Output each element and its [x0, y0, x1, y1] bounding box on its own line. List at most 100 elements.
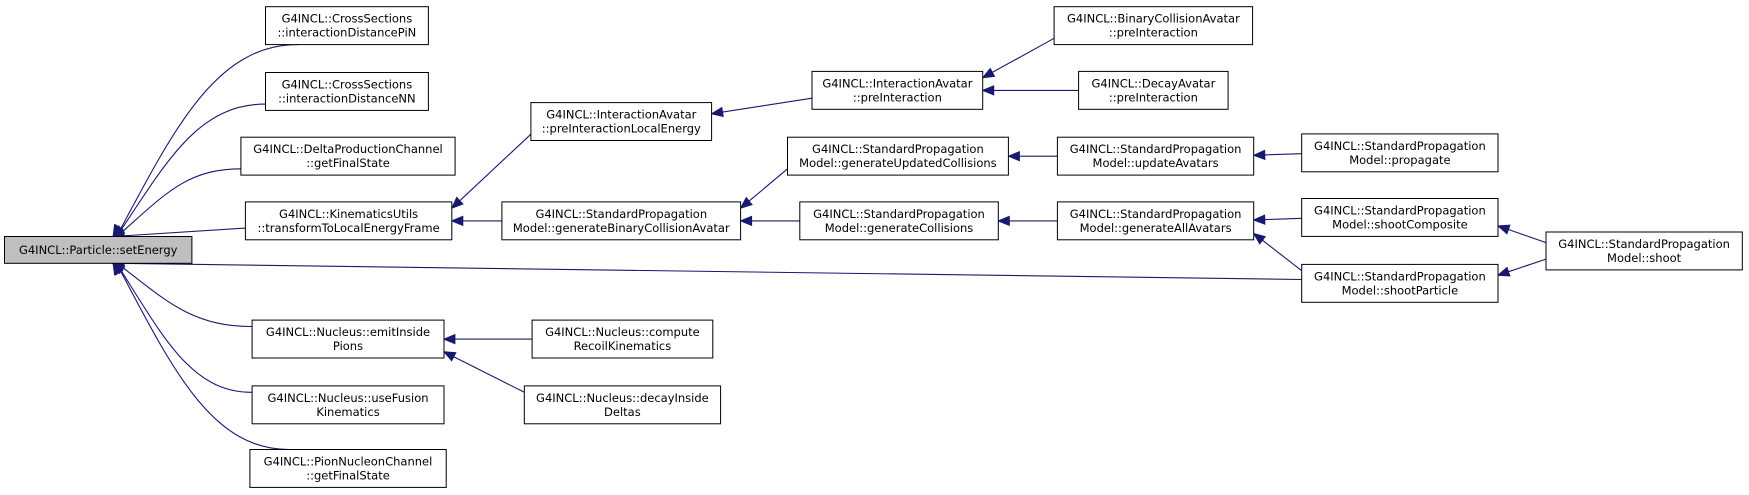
node-label-line: G4INCL::BinaryCollisionAvatar	[1067, 12, 1240, 26]
node-update-avatars[interactable]: G4INCL::StandardPropagationModel::update…	[1056, 136, 1255, 176]
edge-propagate-to-update-avatars	[1252, 149, 1302, 161]
edge-shoot-to-shoot-comp	[1496, 224, 1547, 244]
node-label-line: G4INCL::DeltaProductionChannel	[253, 142, 443, 156]
arrowhead	[112, 262, 124, 276]
edge-delta-prod-to-root	[112, 168, 241, 238]
node-delta-prod[interactable]: G4INCL::DeltaProductionChannel::getFinal…	[240, 136, 456, 176]
node-box	[249, 449, 447, 488]
edge-line	[748, 168, 788, 202]
node-box	[265, 6, 429, 46]
node-gen-all[interactable]: G4INCL::StandardPropagationModel::genera…	[1056, 201, 1255, 241]
node-box	[1301, 263, 1499, 303]
edge-line	[992, 37, 1055, 73]
node-label-line: Model::generateAllAvatars	[1080, 221, 1232, 235]
node-label-line: G4INCL::CrossSections	[282, 78, 413, 92]
node-gen-collisions[interactable]: G4INCL::StandardPropagationModel::genera…	[799, 201, 999, 241]
node-label-line: G4INCL::StandardPropagation	[1070, 207, 1242, 221]
node-shoot-part[interactable]: G4INCL::StandardPropagationModel::shootP…	[1301, 263, 1499, 303]
arrowhead	[1007, 150, 1020, 162]
node-label-line: Deltas	[604, 405, 641, 419]
arrowhead	[1496, 266, 1511, 277]
edge-line	[1264, 217, 1302, 221]
node-label-line: G4INCL::Nucleus::compute	[545, 325, 700, 339]
node-label-line: Kinematics	[316, 405, 379, 419]
arrowhead	[442, 333, 456, 345]
node-box	[265, 72, 429, 111]
arrowhead	[1496, 224, 1511, 235]
edge-shoot-comp-to-gen-all	[1252, 214, 1302, 225]
node-label-line: G4INCL::StandardPropagation	[1070, 142, 1242, 156]
edge-gen-all-to-gen-collisions	[996, 215, 1058, 227]
node-label-line: Model::generateCollisions	[825, 221, 974, 235]
node-kin-utils[interactable]: G4INCL::KinematicsUtils::transformToLoca…	[244, 201, 453, 241]
node-box	[811, 70, 984, 110]
node-label-line: G4INCL::CrossSections	[282, 12, 413, 26]
edge-emit-pions-to-root	[112, 262, 253, 328]
arrowhead	[450, 215, 464, 227]
node-box	[530, 102, 713, 141]
edge-line	[1264, 153, 1302, 156]
node-label-line: G4INCL::InteractionAvatar	[546, 108, 696, 122]
node-label-line: G4INCL::StandardPropagation	[1314, 139, 1486, 153]
edge-line	[120, 270, 253, 393]
node-shoot-comp[interactable]: G4INCL::StandardPropagationModel::shootC…	[1301, 198, 1499, 237]
node-label-line: Model::shootParticle	[1342, 283, 1459, 297]
node-bca-pre[interactable]: G4INCL::BinaryCollisionAvatar::preIntera…	[1053, 6, 1254, 46]
node-label-line: RecoilKinematics	[574, 339, 672, 353]
node-label-line: Model::generateBinaryCollisionAvatar	[513, 221, 730, 235]
node-cs-pin[interactable]: G4INCL::CrossSections::interactionDistan…	[265, 6, 429, 46]
node-label-line: G4INCL::DecayAvatar	[1091, 76, 1215, 90]
node-box	[531, 319, 714, 359]
node-label-line: G4INCL::StandardPropagation	[812, 142, 984, 156]
edge-line	[120, 270, 290, 451]
node-box	[1053, 6, 1254, 46]
node-label-line: Model::shootComposite	[1332, 218, 1468, 232]
node-ia-local[interactable]: G4INCL::InteractionAvatar::preInteractio…	[530, 102, 713, 141]
arrowhead	[450, 196, 464, 210]
edge-line	[1262, 239, 1303, 272]
node-label-line: Pions	[333, 339, 363, 353]
node-box	[251, 319, 445, 359]
edge-line	[124, 262, 1302, 281]
edge-gen-updated-to-gen-binary	[739, 168, 788, 210]
edge-line	[124, 227, 246, 237]
edge-pion-nucleon-to-root	[112, 262, 290, 451]
node-label-line: G4INCL::StandardPropagation	[1558, 237, 1730, 251]
node-label-line: ::preInteractionLocalEnergy	[542, 122, 701, 136]
arrowhead	[1252, 214, 1266, 225]
node-pion-nucleon[interactable]: G4INCL::PionNucleonChannel::getFinalStat…	[249, 449, 447, 488]
node-cs-nn[interactable]: G4INCL::CrossSections::interactionDistan…	[265, 72, 429, 111]
edge-gen-binary-to-kin-utils	[450, 215, 502, 227]
node-label-line: G4INCL::Nucleus::useFusion	[267, 391, 428, 405]
node-gen-updated[interactable]: G4INCL::StandardPropagationModel::genera…	[787, 136, 1009, 176]
node-label-line: G4INCL::StandardPropagation	[1314, 269, 1486, 283]
node-box	[1301, 133, 1499, 173]
edge-line	[459, 133, 532, 202]
node-da-pre[interactable]: G4INCL::DecayAvatar::preInteraction	[1078, 70, 1229, 110]
node-box	[251, 385, 445, 425]
node-label-line: Model::propagate	[1349, 153, 1450, 167]
edge-use-fusion-to-root	[112, 262, 253, 393]
edge-line	[122, 267, 253, 328]
edge-decay-deltas-to-emit-pions	[442, 351, 525, 393]
node-gen-binary[interactable]: G4INCL::StandardPropagationModel::genera…	[501, 201, 742, 241]
node-box	[1056, 136, 1255, 176]
arrowhead	[1252, 232, 1267, 245]
node-label-line: G4INCL::StandardPropagation	[813, 207, 985, 221]
node-root[interactable]: G4INCL::Particle::setEnergy	[4, 236, 193, 264]
node-label-line: ::interactionDistanceNN	[278, 92, 415, 106]
node-label-line: G4INCL::Particle::setEnergy	[19, 243, 178, 257]
node-ia-pre[interactable]: G4INCL::InteractionAvatar::preInteractio…	[811, 70, 984, 110]
edge-gen-collisions-to-gen-binary	[739, 215, 800, 227]
edge-line	[120, 44, 299, 229]
node-box	[799, 201, 999, 241]
node-label-line: ::preInteraction	[1109, 90, 1198, 104]
node-label-line: Model::updateAvatars	[1093, 156, 1219, 170]
arrowhead	[1252, 149, 1266, 161]
node-propagate[interactable]: G4INCL::StandardPropagationModel::propag…	[1301, 133, 1499, 173]
